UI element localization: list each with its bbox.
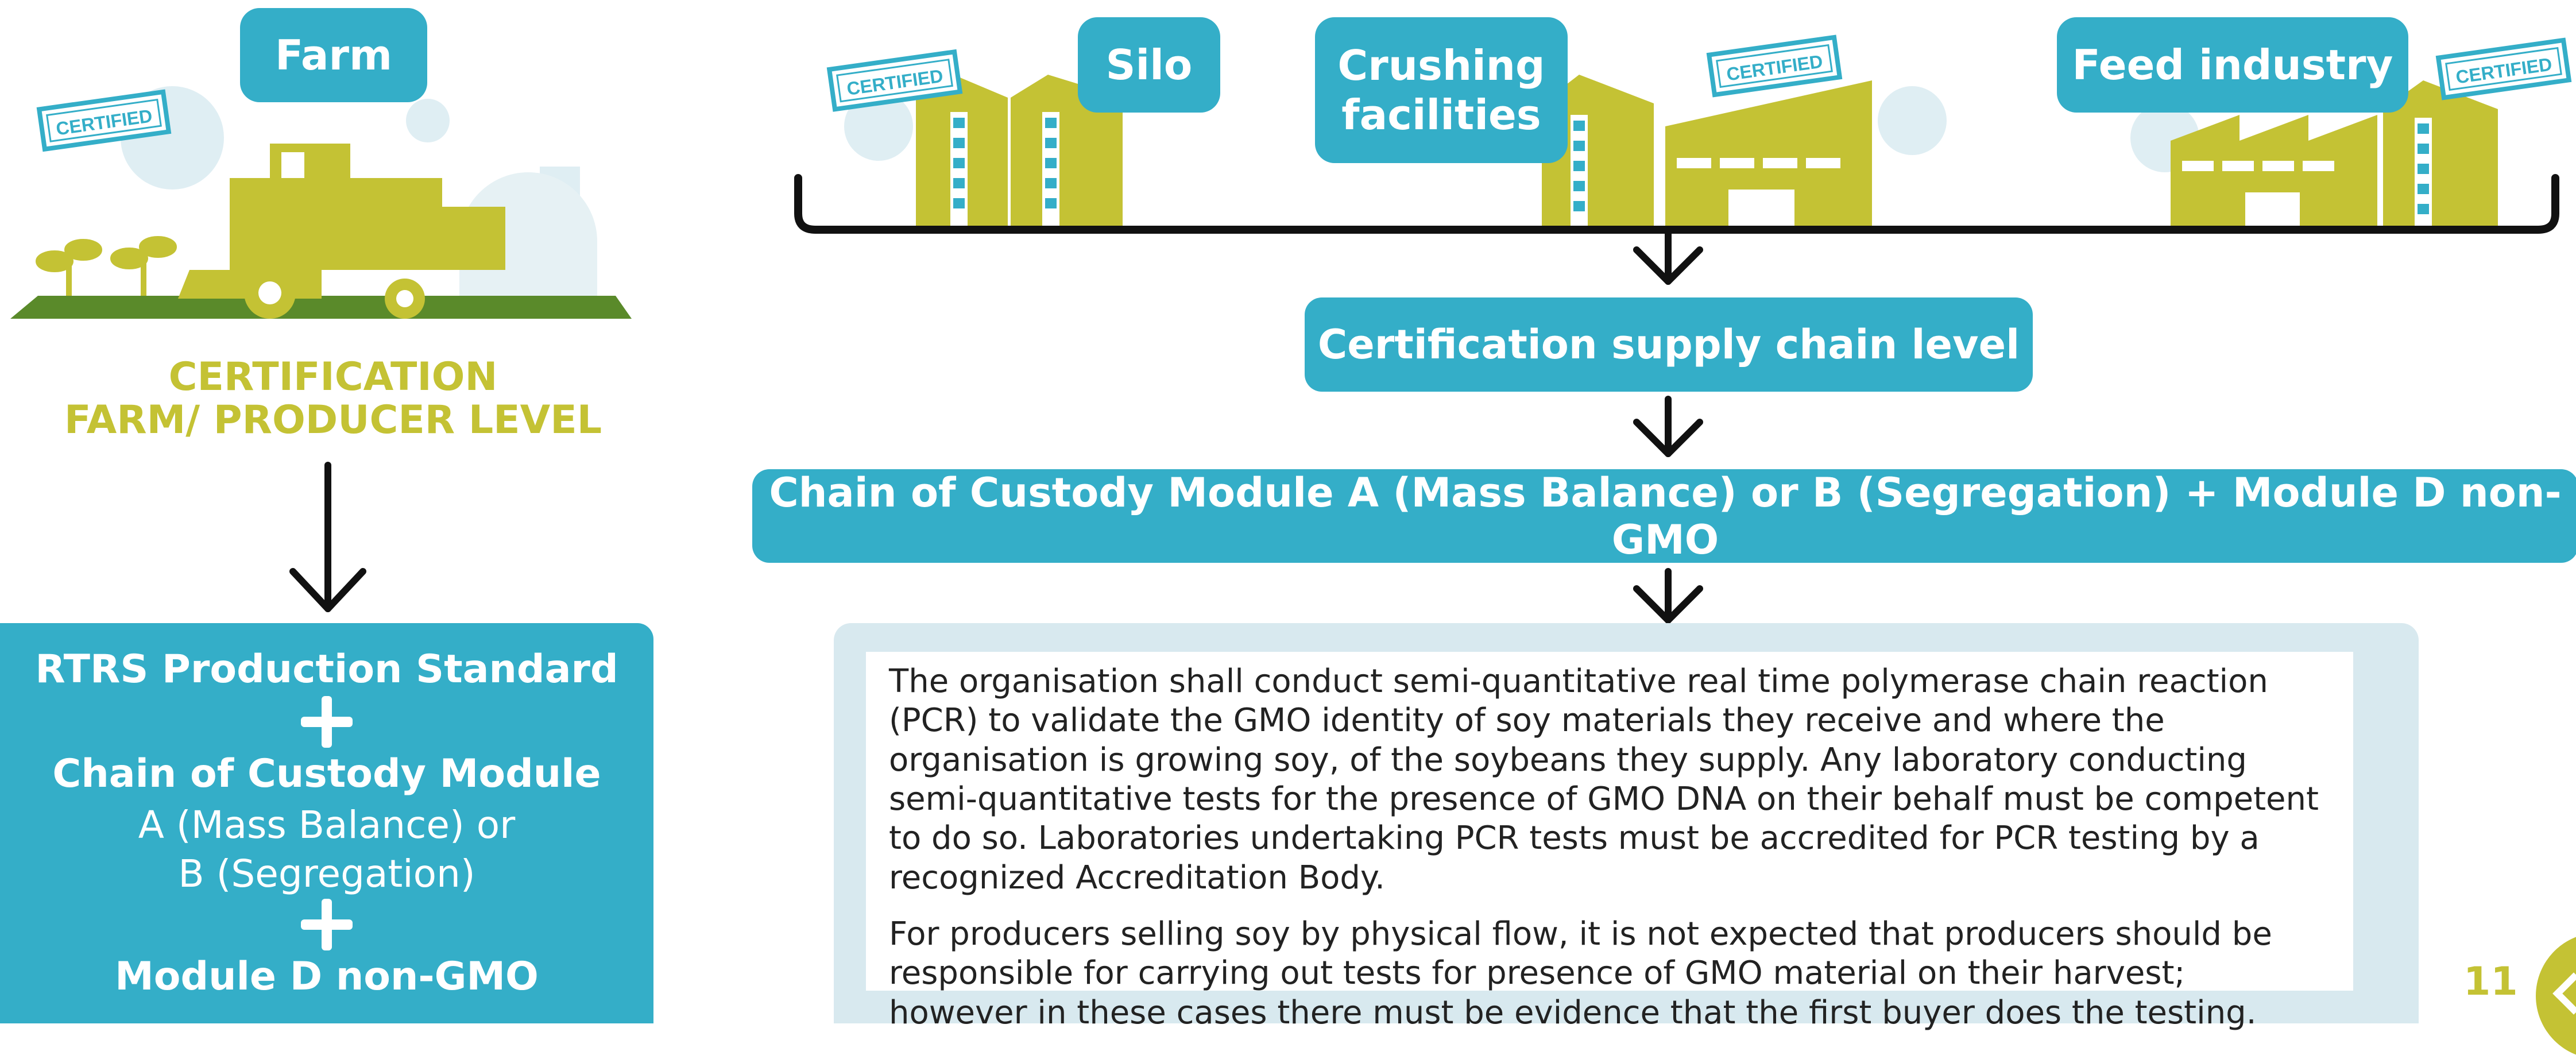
silo-windows bbox=[953, 118, 1057, 208]
silo-illustration: CERTIFIED bbox=[826, 49, 1123, 227]
farm-illustration: CERTIFIED bbox=[10, 86, 632, 319]
crop-plants-icon bbox=[36, 236, 177, 296]
down-arrow-icon bbox=[1633, 568, 1703, 624]
silo-label: Silo bbox=[1078, 17, 1220, 113]
plus-icon bbox=[301, 899, 353, 951]
certified-stamp-icon: CERTIFIED bbox=[826, 49, 963, 112]
chevron-left-icon bbox=[2552, 972, 2576, 1015]
supply-chain-level-box: Certification supply chain level bbox=[1305, 297, 2033, 392]
rtrs-line-module-d: Module D non-GMO bbox=[115, 954, 539, 1000]
page-number: 11 bbox=[2463, 959, 2518, 1004]
illustrations: CERTIFIED CERTIFIED bbox=[10, 34, 2572, 624]
crushing-label-line1: Crushing bbox=[1337, 41, 1545, 90]
farm-level-line1: CERTIFICATION bbox=[168, 354, 498, 400]
supply-chain-bracket bbox=[794, 174, 2559, 234]
down-arrow-icon bbox=[289, 462, 366, 612]
pcr-requirements-text: The organisation shall conduct semi-quan… bbox=[866, 652, 2353, 1031]
certified-stamp-icon: CERTIFIED bbox=[2435, 37, 2572, 101]
plus-icon bbox=[301, 695, 353, 748]
rtrs-line-production-standard: RTRS Production Standard bbox=[35, 647, 618, 692]
down-arrow-icon bbox=[1633, 396, 1703, 457]
feed-industry-label: Feed industry bbox=[2057, 17, 2408, 113]
rtrs-standard-box: RTRS Production Standard Chain of Custod… bbox=[0, 623, 653, 1023]
chain-of-custody-bar: Chain of Custody Module A (Mass Balance)… bbox=[752, 469, 2576, 563]
farm-level-line2: FARM/ PRODUCER LEVEL bbox=[64, 397, 602, 443]
crushing-facility-illustration: CERTIFIED bbox=[1542, 34, 1947, 227]
certified-stamp-icon: CERTIFIED bbox=[36, 89, 172, 152]
farm-label: Farm bbox=[240, 8, 427, 102]
crushing-label-line2: facilities bbox=[1341, 91, 1541, 139]
feed-industry-illustration: CERTIFIED bbox=[2130, 37, 2572, 227]
rtrs-line-mass-balance: A (Mass Balance) or bbox=[138, 802, 516, 847]
down-arrow-icon bbox=[1633, 226, 1703, 285]
crushing-facilities-label: Crushing facilities bbox=[1315, 17, 1568, 163]
certified-stamp-icon: CERTIFIED bbox=[1706, 34, 1843, 98]
combine-harvester-icon bbox=[178, 144, 505, 319]
rtrs-line-coc-module: Chain of Custody Module bbox=[52, 751, 601, 797]
farm-certification-level: CERTIFICATION FARM/ PRODUCER LEVEL bbox=[17, 354, 649, 443]
pcr-paragraph-2: For producers selling soy by physical fl… bbox=[889, 915, 2272, 1031]
pcr-requirements-panel: The organisation shall conduct semi-quan… bbox=[834, 623, 2419, 1031]
rtrs-line-segregation: B (Segregation) bbox=[178, 852, 475, 896]
pcr-paragraph-1: The organisation shall conduct semi-quan… bbox=[889, 663, 2319, 896]
